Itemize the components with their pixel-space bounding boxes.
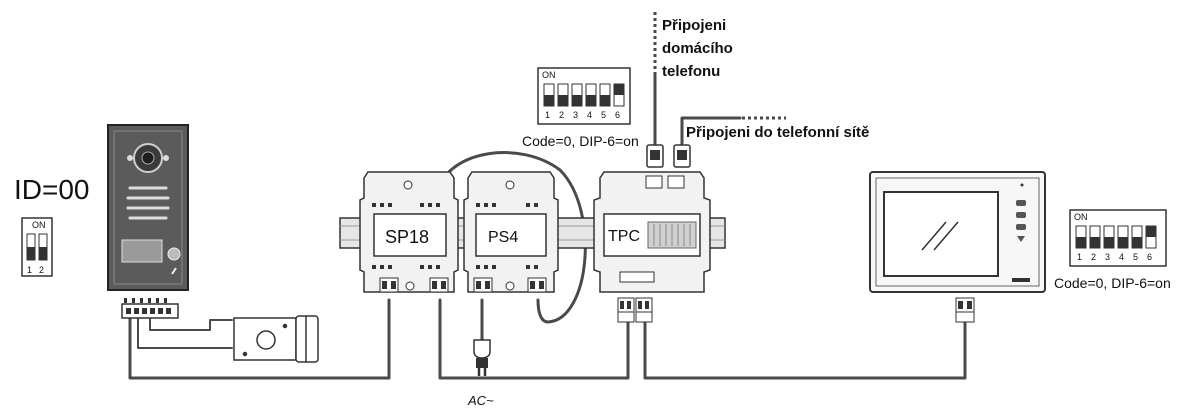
wire-tpc-to-monitor: [643, 320, 967, 380]
dip-switch-2-on-label: ON: [32, 220, 46, 230]
monitor-speaker: [1012, 278, 1030, 282]
tpc-vent-slots: [653, 224, 691, 246]
id-label: ID=00: [14, 174, 90, 205]
home-phone-label-line-3: telefonu: [662, 63, 720, 80]
sp18-top-terminals: [372, 203, 440, 269]
door-lock-icon: [233, 315, 319, 363]
camera-lens: [141, 151, 155, 165]
tpc-label: TPC: [608, 228, 640, 245]
tpc-phone-port-1: [645, 175, 663, 189]
dip-mon-num-6: 6: [1147, 252, 1152, 262]
speaker-grille-icon: [126, 186, 170, 220]
monitor-frame: [875, 177, 1040, 287]
sp18-module: SP18: [359, 171, 459, 293]
tpc-phone-port-2: [667, 175, 685, 189]
ps4-front-panel: [475, 213, 547, 257]
dip-switch-monitor-levers: [1075, 225, 1157, 249]
tpc-module: TPC: [593, 171, 711, 323]
sp18-label: SP18: [385, 227, 429, 247]
ps4-module: PS4: [463, 171, 559, 293]
ps4-bottom-screw: [505, 281, 515, 291]
call-button: [167, 247, 181, 261]
rj-connector-home-phone: [646, 144, 664, 168]
led-left: [127, 155, 133, 161]
dip-switch-tpc-on-label: ON: [542, 70, 556, 80]
home-phone-label-line-2: domácího: [662, 40, 733, 57]
wire-sp18-to-tpc: [438, 298, 630, 380]
door-panel: [107, 124, 189, 291]
tel-network-label: Připojeni do telefonní sítě: [686, 124, 869, 141]
door-panel-bezel: [113, 130, 183, 285]
monitor-buttons: [1016, 200, 1026, 242]
ac-label: AC~: [467, 393, 494, 408]
rj-connector-network: [673, 144, 691, 168]
dip-switch-tpc: ON 1 2 3 4 5 6: [537, 67, 631, 125]
ps4-label: PS4: [488, 229, 518, 246]
mic-icon: [171, 267, 177, 275]
dip-switch-2-knob-1: [27, 247, 35, 260]
name-plate: [121, 239, 163, 263]
screen-glare-2: [933, 221, 959, 251]
lock-cylinder: [256, 330, 276, 350]
tpc-code-label: Code=0, DIP-6=on: [522, 133, 639, 149]
dip-switch-monitor: ON 1 2 3 4 5 6: [1069, 209, 1167, 267]
panel-terminal-block: [121, 298, 179, 319]
wire-lock-1: [137, 317, 233, 349]
dip-mon-num-1: 1: [1077, 252, 1082, 262]
dip-tpc-num-6: 6: [615, 110, 620, 120]
dip-tpc-num-1: 1: [545, 110, 550, 120]
wire-panel-to-sp18: [128, 298, 391, 380]
dip-switch-2-knob-2: [39, 247, 47, 260]
dip-tpc-num-2: 2: [559, 110, 564, 120]
sp18-bottom-screw: [405, 281, 415, 291]
power-plug-icon: [473, 339, 491, 376]
dip-mon-num-3: 3: [1105, 252, 1110, 262]
dip-tpc-num-4: 4: [587, 110, 592, 120]
sp18-front-panel: [373, 213, 447, 257]
monitor-led: [1020, 183, 1024, 187]
dip-switch-monitor-on-label: ON: [1074, 212, 1088, 222]
screen-glare-1: [921, 221, 947, 251]
dip-switch-2-num-2: 2: [39, 265, 44, 275]
ps4-top-screw: [505, 180, 515, 190]
wire-lock-2: [149, 317, 233, 331]
dip-switch-2: ON 1 2: [21, 217, 53, 277]
indoor-monitor: [869, 171, 1046, 293]
monitor-code-label: Code=0, DIP-6=on: [1054, 275, 1171, 291]
dip-tpc-num-5: 5: [601, 110, 606, 120]
tpc-terminal-strip: [619, 271, 655, 283]
dip-tpc-num-3: 3: [573, 110, 578, 120]
dotted-continuations: [653, 10, 786, 120]
dip-mon-num-4: 4: [1119, 252, 1124, 262]
monitor-terminal: [955, 297, 975, 323]
home-phone-label-line-1: Připojeni: [662, 17, 726, 34]
led-right: [163, 155, 169, 161]
dip-mon-num-5: 5: [1133, 252, 1138, 262]
sp18-top-screw: [403, 180, 413, 190]
ps4-terminals: [476, 203, 538, 269]
dip-mon-num-2: 2: [1091, 252, 1096, 262]
dip-switch-2-num-1: 1: [27, 265, 32, 275]
monitor-screen: [883, 191, 999, 277]
wire-tel-network: [680, 116, 742, 150]
dip-switch-tpc-levers: [543, 83, 625, 107]
lock-bolt: [295, 315, 319, 363]
